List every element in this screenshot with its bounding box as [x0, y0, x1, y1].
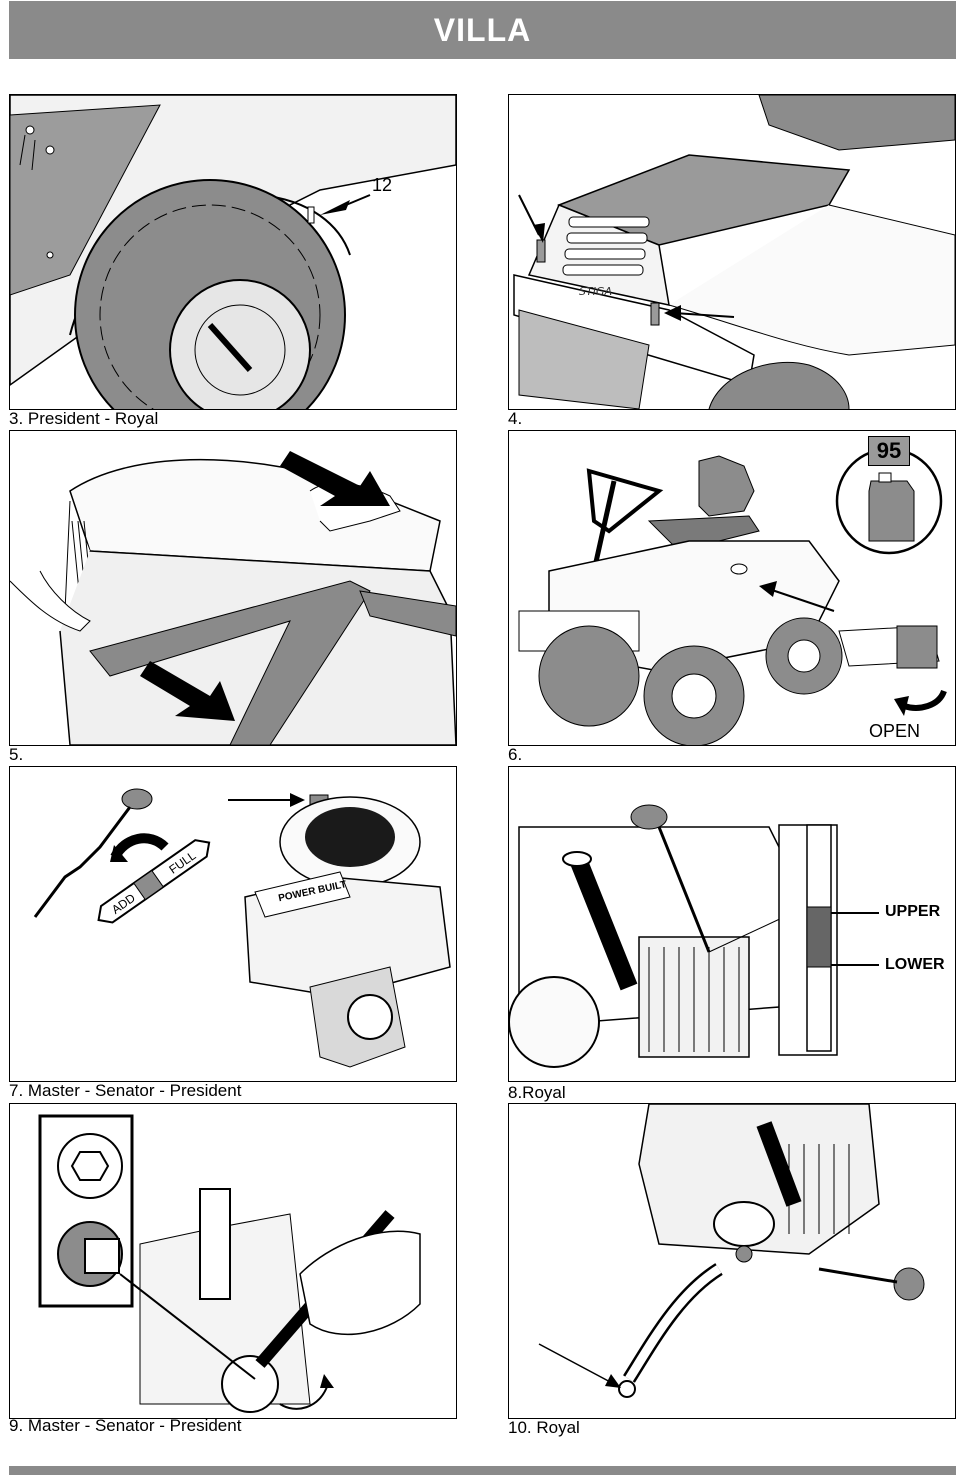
figure-7-image: ADD FULL POWER BUILT [9, 766, 457, 1082]
figure-6-caption: 6. [508, 745, 523, 764]
open-label: OPEN [869, 721, 921, 741]
figure-8-caption: 8.Royal [508, 1083, 566, 1102]
oil-upper-label: UPPER [885, 903, 941, 920]
figure-7-caption: 7. Master - Senator - President [9, 1081, 242, 1100]
figure-6-image: OPEN [508, 430, 956, 746]
oil-drain-hose-illustration [538, 1104, 925, 1398]
figure-3-caption: 3. President - Royal [9, 409, 159, 428]
mower-hood-illustration: STIGA [513, 95, 955, 409]
wheel-fender-illustration [10, 95, 456, 409]
figure-4-caption: 4. [508, 409, 523, 428]
figure-5-image [9, 430, 457, 746]
page-header: VILLA [9, 1, 956, 59]
dipstick-engine-illustration: ADD FULL POWER BUILT [33, 788, 451, 1068]
callout-number-12: 12 [372, 175, 393, 195]
footer-bar [9, 1466, 956, 1475]
figure-5-caption: 5. [9, 745, 24, 764]
figure-3-image: 12 [9, 94, 457, 410]
figure-10-image [508, 1103, 956, 1419]
figure-9-caption: 9. Master - Senator - President [9, 1416, 242, 1435]
rider-fuel-illustration [518, 447, 947, 745]
figure-10-caption: 10. Royal [508, 1418, 580, 1437]
figure-4-image: STIGA [508, 94, 956, 410]
stiga-logo: STIGA [579, 285, 612, 298]
drain-plug-illustration [38, 1114, 421, 1413]
figure-9-image [9, 1103, 457, 1419]
figure-8-image: UPPER LOWER [508, 766, 956, 1082]
fuel-octane-badge: 95 [868, 436, 910, 466]
oil-lower-label: LOWER [885, 956, 945, 973]
hood-removal-illustration [10, 451, 456, 745]
oil-level-illustration [509, 804, 879, 1068]
page-title: VILLA [433, 11, 532, 48]
